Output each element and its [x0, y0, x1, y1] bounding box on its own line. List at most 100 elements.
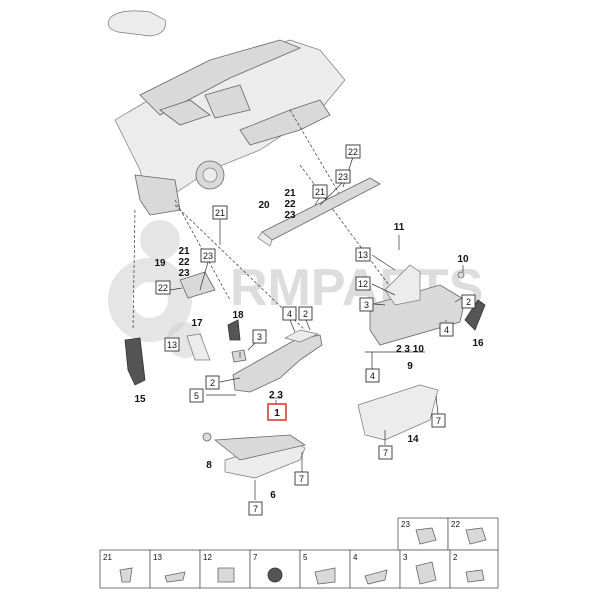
clip-icon — [465, 569, 485, 583]
callout-box-5-low: 5 — [189, 388, 204, 403]
callout-label: 3 — [364, 300, 369, 310]
clip-icon — [314, 567, 336, 585]
callout-label: 12 — [358, 279, 368, 289]
callout-label: 4 — [370, 371, 375, 381]
callout-box-22-left: 22 — [155, 280, 171, 295]
callout-box-7-bottom: 7 — [248, 501, 263, 516]
label-20-stack-1: 21 — [284, 188, 296, 199]
callout-box-2-right: 2 — [461, 294, 476, 309]
callout-box-12-right: 12 — [355, 276, 371, 291]
label-20: 20 — [258, 200, 270, 211]
label-19-stack-3: 23 — [178, 268, 190, 279]
callout-box-7-lower: 7 — [294, 471, 309, 486]
callout-label: 22 — [158, 283, 168, 293]
part-18-piece — [227, 319, 241, 341]
callout-box-4-right-low: 4 — [365, 368, 380, 383]
part-8-clip — [202, 432, 212, 442]
callout-label: 22 — [348, 147, 358, 157]
callout-box-21-mid: 21 — [212, 205, 228, 220]
callout-box-4-right: 4 — [439, 322, 454, 337]
callout-label: 7 — [299, 474, 304, 484]
legend-number: 7 — [253, 553, 258, 562]
callout-label: 4 — [444, 325, 449, 335]
clip-icon — [119, 567, 133, 583]
part-10-clip — [457, 271, 465, 279]
callout-box-22-top: 22 — [345, 144, 361, 159]
callout-box-2-center: 2 — [298, 306, 313, 321]
callout-label: 3 — [257, 332, 262, 342]
callout-box-23-top: 23 — [335, 169, 351, 184]
callout-label: 23 — [203, 251, 213, 261]
part-15-panel — [124, 337, 146, 386]
label-15: 15 — [134, 394, 146, 405]
callout-box-1-highlight: 1 — [267, 403, 287, 421]
callout-label: 2 — [210, 378, 215, 388]
legend-number: 4 — [353, 553, 358, 562]
callout-label: 13 — [358, 250, 368, 260]
legend-number: 12 — [203, 553, 212, 562]
leader-lines — [169, 156, 464, 500]
label-11: 11 — [394, 222, 405, 233]
clip-icon — [465, 527, 487, 545]
label-19-stack-1: 21 — [178, 246, 190, 257]
part-14-bracket — [357, 384, 439, 441]
callout-label: 2 — [303, 309, 308, 319]
part-17-clip — [186, 333, 211, 361]
label-18: 18 — [232, 310, 244, 321]
callout-label: 2 — [466, 297, 471, 307]
callout-label: 21 — [215, 208, 225, 218]
legend-cell-2 — [449, 549, 499, 589]
label-20-stack-3: 23 — [284, 210, 296, 221]
legend-number: 2 — [453, 553, 458, 562]
label-2-3: 2 3 — [269, 390, 283, 401]
label-8: 8 — [206, 460, 212, 471]
callout-label: 23 — [338, 172, 348, 182]
callout-box-7-right: 7 — [378, 445, 393, 460]
legend-top-row: 23 22 — [397, 517, 499, 551]
callout-box-3-right: 3 — [359, 297, 374, 312]
callout-label: 1 — [274, 408, 280, 419]
legend-number: 22 — [451, 520, 460, 529]
label-2-3-10: 2 3 10 — [396, 344, 424, 355]
callout-label: 13 — [167, 340, 177, 350]
label-16: 16 — [472, 338, 484, 349]
legend-number: 3 — [403, 553, 408, 562]
callout-label: 7 — [383, 448, 388, 458]
label-6: 6 — [270, 490, 276, 501]
callout-label: 5 — [194, 391, 199, 401]
callout-box-13-left: 13 — [164, 337, 180, 352]
callout-box-4-center: 4 — [282, 306, 297, 321]
part-1-lower-trim — [232, 334, 323, 393]
watermark-gear-icon — [140, 220, 180, 260]
label-20-stack-2: 22 — [284, 199, 296, 210]
callout-box-3-center: 3 — [252, 329, 267, 344]
callout-box-7-far-right: 7 — [431, 413, 446, 428]
callout-box-2-low: 2 — [205, 375, 220, 390]
label-19-stack-2: 22 — [178, 257, 190, 268]
label-14: 14 — [407, 434, 419, 445]
callout-label: 7 — [253, 504, 258, 514]
label-10: 10 — [457, 254, 469, 265]
callout-label: 21 — [315, 187, 325, 197]
fastener-icon — [267, 567, 283, 583]
label-9: 9 — [407, 361, 413, 372]
part-19-bracket — [179, 271, 216, 299]
sleeve-icon — [415, 561, 437, 585]
legend-number: 23 — [401, 520, 410, 529]
clip-icon — [415, 527, 437, 545]
callout-label: 7 — [436, 416, 441, 426]
dashboard-assembly — [114, 39, 346, 216]
callout-box-23-left: 23 — [200, 248, 216, 263]
legend-bottom-row: 21 13 12 7 5 4 3 2 — [99, 549, 499, 589]
legend-number: 21 — [103, 553, 112, 562]
screw-icon — [364, 569, 388, 585]
label-19: 19 — [154, 258, 166, 269]
callout-box-21-top: 21 — [312, 184, 328, 199]
label-17: 17 — [191, 318, 203, 329]
legend-number: 13 — [153, 553, 162, 562]
legend-number: 5 — [303, 553, 308, 562]
nut-icon — [217, 567, 235, 583]
sensor-cover — [107, 10, 166, 37]
callout-label: 4 — [287, 309, 292, 319]
